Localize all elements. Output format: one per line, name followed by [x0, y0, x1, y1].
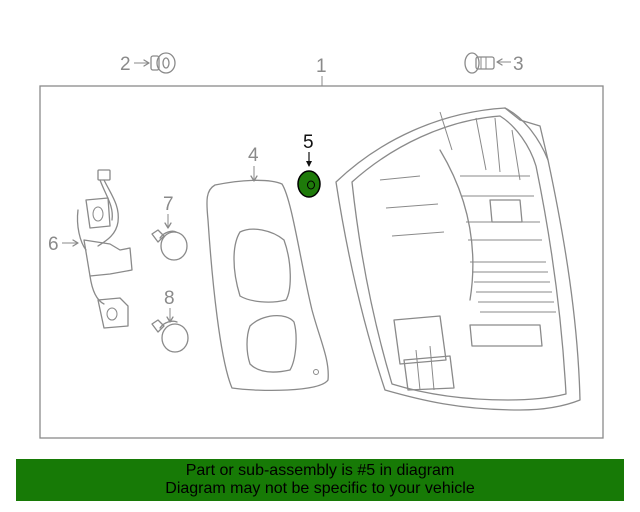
footer-line-2: Diagram may not be specific to your vehi…	[165, 480, 475, 497]
screw-part-3[interactable]	[464, 52, 495, 74]
grommet-part-5[interactable]	[297, 170, 321, 198]
gasket-part-4[interactable]	[206, 179, 329, 392]
callout-5-arrow	[306, 161, 312, 167]
callout-8[interactable]: 8	[164, 288, 175, 309]
footer-banner: Part or sub-assembly is #5 in diagram Di…	[16, 459, 624, 501]
callout-4-arrow	[250, 175, 258, 182]
callout-7-arrow	[164, 222, 172, 229]
bulb-part-7[interactable]	[151, 229, 188, 261]
callout-2[interactable]: 2	[120, 54, 131, 75]
callout-1[interactable]: 1	[316, 56, 327, 77]
tail-lamp-assembly[interactable]	[335, 107, 581, 411]
clip-part-2[interactable]	[150, 52, 176, 74]
footer-line-1: Part or sub-assembly is #5 in diagram	[185, 462, 455, 479]
bulb-part-8[interactable]	[151, 319, 189, 353]
callout-3-arrow	[496, 58, 503, 66]
parts-diagram: 1 2 3 4 5 6	[39, 52, 604, 439]
callout-2-arrow	[143, 59, 150, 67]
callout-3[interactable]: 3	[513, 54, 524, 75]
callout-6[interactable]: 6	[48, 234, 59, 255]
harness-part-6[interactable]	[76, 169, 133, 329]
callout-6-arrow	[72, 239, 79, 247]
callout-5[interactable]: 5	[303, 132, 314, 153]
callout-7[interactable]: 7	[163, 194, 174, 215]
callout-4[interactable]: 4	[248, 145, 259, 166]
